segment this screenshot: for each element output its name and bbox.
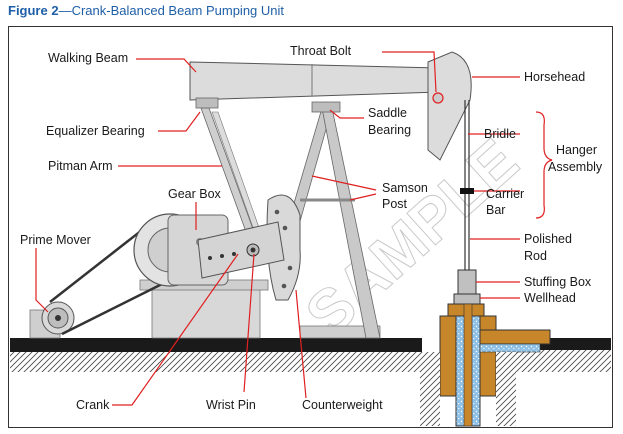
horsehead — [427, 51, 472, 161]
wellhead — [420, 269, 551, 427]
label-crank: Crank — [76, 398, 110, 412]
leader-saddle-bearing — [329, 109, 364, 119]
leader-samson-post-a — [311, 175, 377, 191]
leader-counterweight — [295, 289, 307, 399]
crank-arm — [197, 221, 285, 279]
equalizer-bearing — [195, 97, 219, 109]
label-wrist-pin: Wrist Pin — [206, 398, 256, 412]
label-carrier-bar-line2: Bar — [486, 203, 505, 217]
figure-number: Figure 2 — [8, 3, 59, 18]
label-samson-post-line2: Post — [382, 197, 408, 211]
ground-slab — [10, 338, 422, 352]
label-gear-box: Gear Box — [168, 187, 222, 201]
leader-crank — [112, 253, 239, 406]
label-horsehead: Horsehead — [524, 70, 585, 84]
label-samson-post-line1: Samson — [382, 181, 428, 195]
hanger-assembly-brace — [535, 111, 553, 219]
leader-wrist-pin — [243, 253, 255, 393]
prime-mover — [29, 301, 75, 339]
label-wellhead: Wellhead — [524, 291, 576, 305]
label-counterweight: Counterweight — [302, 398, 383, 412]
leader-throat-bolt — [382, 51, 437, 93]
leader-equalizer-bearing — [158, 111, 201, 132]
label-pitman-arm: Pitman Arm — [48, 159, 113, 173]
label-bridle: Bridle — [484, 127, 516, 141]
label-saddle-bearing-line1: Saddle — [368, 106, 407, 120]
label-stuffing-box: Stuffing Box — [524, 275, 592, 289]
label-equalizer-bearing: Equalizer Bearing — [46, 124, 145, 138]
label-carrier-bar-line1: Carrier — [486, 187, 524, 201]
labels: Walking Beam Throat Bolt Horsehead Equal… — [20, 44, 603, 412]
leader-samson-post-b — [349, 193, 377, 201]
label-saddle-bearing-line2: Bearing — [368, 123, 411, 137]
label-polished-rod-line1: Polished — [524, 232, 572, 246]
label-hanger-assembly-line1: Hanger — [556, 143, 597, 157]
figure-dash: — — [58, 3, 72, 18]
label-walking-beam: Walking Beam — [48, 51, 128, 65]
wrist-pin — [250, 247, 256, 253]
stuffing-box — [457, 269, 477, 295]
label-polished-rod-line2: Rod — [524, 249, 547, 263]
bridle — [460, 100, 474, 270]
earth-hatch-right — [500, 350, 611, 372]
label-throat-bolt: Throat Bolt — [290, 44, 352, 58]
leader-walking-beam — [136, 58, 197, 73]
leader-prime-mover — [35, 248, 49, 313]
figure-caption: Crank-Balanced Beam Pumping Unit — [71, 3, 285, 18]
figure-title: Figure 2—Crank-Balanced Beam Pumping Uni… — [8, 3, 284, 18]
label-hanger-assembly-line2: Assembly — [548, 160, 603, 174]
carrier-bar — [460, 188, 474, 194]
throat-bolt — [432, 92, 444, 104]
earth-hatch-left — [10, 352, 422, 372]
label-prime-mover: Prime Mover — [20, 233, 91, 247]
walking-beam — [189, 61, 441, 109]
leader-lines — [35, 51, 520, 406]
